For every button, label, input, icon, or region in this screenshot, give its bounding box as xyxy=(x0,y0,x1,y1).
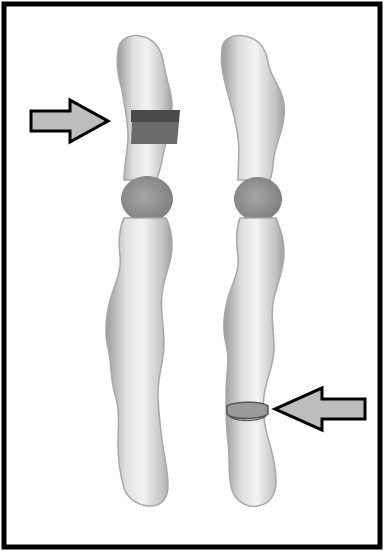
centromere-right xyxy=(234,177,282,221)
band-dark-upper xyxy=(131,110,180,122)
band-dark-lower xyxy=(131,122,179,144)
frame-border xyxy=(4,4,380,547)
centromere-left xyxy=(121,176,173,222)
band-light-lower xyxy=(227,402,268,418)
